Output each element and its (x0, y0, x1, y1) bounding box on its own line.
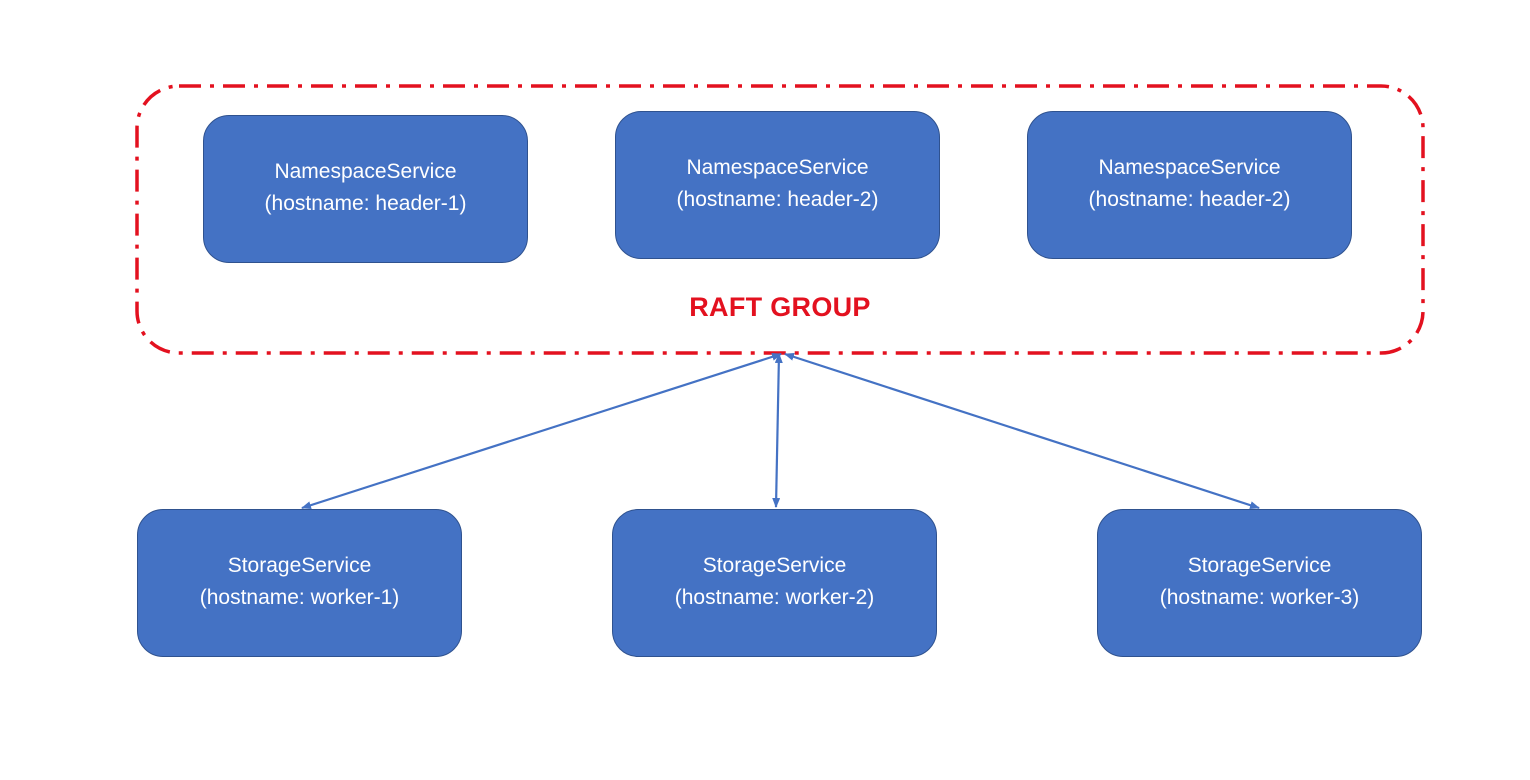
node-name: NamespaceService (1098, 156, 1281, 179)
storage-service-node-2[interactable]: StorageService (hostname: worker-2) (612, 509, 937, 657)
node-hostname: (hostname: header-1) (264, 192, 467, 215)
namespace-service-node-2[interactable]: NamespaceService (hostname: header-2) (615, 111, 940, 259)
storage-service-node-1[interactable]: StorageService (hostname: worker-1) (137, 509, 462, 657)
storage-service-node-3[interactable]: StorageService (hostname: worker-3) (1097, 509, 1422, 657)
node-hostname: (hostname: worker-1) (199, 586, 400, 609)
node-name: StorageService (1187, 554, 1332, 577)
connector-worker-2 (772, 353, 783, 508)
namespace-service-node-3[interactable]: NamespaceService (hostname: header-2) (1027, 111, 1352, 259)
node-name: NamespaceService (686, 156, 869, 179)
node-name: StorageService (227, 554, 372, 577)
node-name: StorageService (702, 554, 847, 577)
node-hostname: (hostname: worker-3) (1159, 586, 1360, 609)
connector-worker-1 (301, 352, 782, 510)
node-hostname: (hostname: header-2) (676, 188, 879, 211)
node-name: NamespaceService (274, 160, 457, 183)
node-hostname: (hostname: header-2) (1088, 188, 1291, 211)
connector-worker-3 (784, 352, 1260, 510)
node-hostname: (hostname: worker-2) (674, 586, 875, 609)
raft-group-label: RAFT GROUP (689, 292, 871, 322)
namespace-service-node-1[interactable]: NamespaceService (hostname: header-1) (203, 115, 528, 263)
